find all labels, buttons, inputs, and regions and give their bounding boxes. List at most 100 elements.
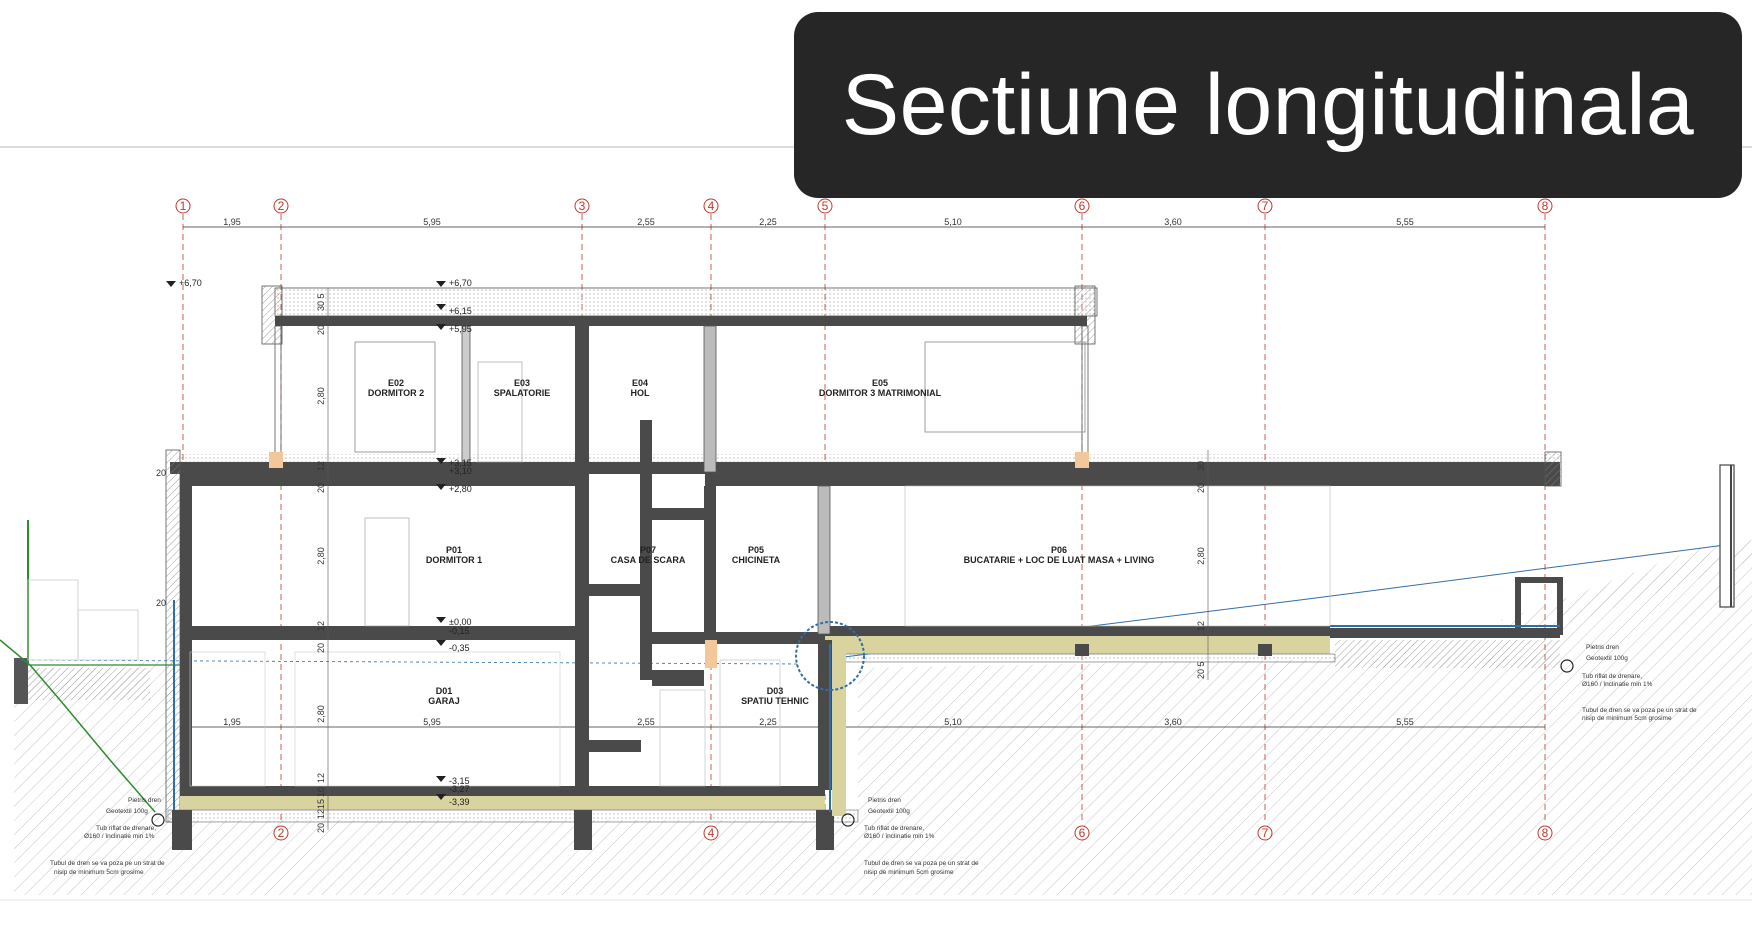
level-floor-s2: -3,27 bbox=[449, 784, 470, 794]
note-left-5: Tubul de dren se va poza pe un strat de bbox=[50, 860, 165, 867]
vertical-dimensions: 5 30 20 2,80 12 20 2,80 12 20 2,80 12 10… bbox=[156, 288, 1209, 833]
dim-top-5: 5,10 bbox=[944, 217, 962, 227]
room-e02-code: E02 bbox=[388, 378, 404, 388]
vdim-p-floor: 2,80 bbox=[316, 547, 326, 565]
level-ceiling-1: +5,95 bbox=[449, 324, 472, 334]
dim-top-4: 2,25 bbox=[759, 217, 777, 227]
axis-bubble-bottom-2 bbox=[273, 825, 289, 841]
axis-bubble-bottom-6 bbox=[1074, 825, 1090, 841]
vdim-right-20: 20 bbox=[1196, 483, 1206, 493]
title-banner: Sectiune longitudinala bbox=[794, 12, 1742, 198]
room-p07-name: CASA DE SCARA bbox=[611, 555, 686, 565]
axis-label-bottom-2: 2 bbox=[278, 826, 285, 840]
vdim-right-30: 30 bbox=[1196, 461, 1206, 471]
drain-note-middle: Pietris dren Geotextil 100g Tub riflat d… bbox=[841, 797, 979, 876]
vdim-p-slab-b: 12 bbox=[316, 621, 326, 631]
room-d03-name: SPATIU TEHNIC bbox=[741, 696, 809, 706]
note-left-6: nisip de minimum 5cm grosime bbox=[54, 869, 144, 876]
note-right-4: Ø160 / înclinatie min 1% bbox=[1582, 681, 1653, 688]
note-right-6: nisip de minimum 5cm grosime bbox=[1582, 715, 1672, 722]
room-p06-code: P06 bbox=[1051, 545, 1067, 555]
note-mid-5: Tubul de dren se va poza pe un strat de bbox=[864, 860, 979, 867]
vdim-bottom-20: 20 bbox=[316, 823, 326, 833]
room-d01-code: D01 bbox=[436, 686, 453, 696]
level-floor-p: ±0,00 bbox=[449, 617, 471, 627]
vdim-s-floor: 2,80 bbox=[316, 705, 326, 723]
room-e02-name: DORMITOR 2 bbox=[368, 388, 424, 398]
axis-label-5: 5 bbox=[822, 199, 829, 213]
axis-bubble-bottom-7 bbox=[1257, 825, 1273, 841]
note-right-5: Tubul de dren se va poza pe un strat de bbox=[1582, 707, 1697, 714]
vdim-right-5: 5 bbox=[1196, 661, 1206, 666]
room-labels: E02 DORMITOR 2 E03 SPALATORIE E04 HOL E0… bbox=[368, 378, 1155, 706]
axis-label-2: 2 bbox=[278, 199, 285, 213]
vdim-bottom-10: 10 bbox=[316, 787, 326, 797]
dim-top-7: 5,55 bbox=[1396, 217, 1414, 227]
axis-label-1: 1 bbox=[180, 199, 187, 213]
room-p05-name: CHICINETA bbox=[732, 555, 781, 565]
axis-bubble-bottom-4 bbox=[703, 825, 719, 841]
level-floor-s: -3,15 bbox=[449, 776, 470, 786]
room-e05-name: DORMITOR 3 MATRIMONIAL bbox=[819, 388, 942, 398]
room-p07-code: P07 bbox=[640, 545, 656, 555]
room-e04-name: HOL bbox=[631, 388, 651, 398]
note-mid-1: Pietris dren bbox=[868, 797, 901, 804]
vdim-s-slab-b: 12 bbox=[316, 773, 326, 783]
note-left-4: Ø160 / înclinatie min 1% bbox=[84, 833, 155, 840]
axis-label-3: 3 bbox=[579, 199, 586, 213]
vdim-e-slab-b: 12 bbox=[316, 461, 326, 471]
room-d03-code: D03 bbox=[767, 686, 784, 696]
dim-top-3: 2,55 bbox=[637, 217, 655, 227]
dim-mid-4: 2,25 bbox=[759, 717, 777, 727]
note-left-3: Tub riflat de drenare, bbox=[96, 825, 156, 832]
vdim-roof-a: 30 bbox=[316, 301, 326, 311]
note-mid-6: nisip de minimum 5cm grosime bbox=[864, 869, 954, 876]
terrain bbox=[0, 464, 1752, 895]
room-p06-name: BUCATARIE + LOC DE LUAT MASA + LIVING bbox=[964, 555, 1155, 565]
note-right-1: Pietris dren bbox=[1586, 644, 1619, 651]
note-mid-3: Tub riflat de drenare, bbox=[864, 825, 924, 832]
room-p01-code: P01 bbox=[446, 545, 462, 555]
dim-top-6: 3,60 bbox=[1164, 217, 1182, 227]
axis-bubble-5 bbox=[817, 198, 833, 214]
level-top-left: +6,70 bbox=[179, 278, 202, 288]
dim-mid-2: 5,95 bbox=[423, 717, 441, 727]
axis-bubble-2 bbox=[273, 198, 289, 214]
vdim-right-280: 2,80 bbox=[1196, 547, 1206, 565]
note-left-1: Pietris dren bbox=[128, 797, 161, 804]
vdim-right-12: 12 bbox=[1196, 621, 1206, 631]
axis-label-bottom-6: 6 bbox=[1079, 826, 1086, 840]
green-line bbox=[0, 639, 156, 813]
note-left-2: Geotextil 100g bbox=[106, 808, 148, 815]
axis-label-7: 7 bbox=[1262, 199, 1269, 213]
note-right-3: Tub riflat de drenare, bbox=[1582, 673, 1642, 680]
building-section bbox=[165, 285, 1563, 850]
drain-note-right: Pietris dren Geotextil 100g Tub riflat d… bbox=[1560, 644, 1697, 722]
vdim-left-20a: 20 bbox=[156, 468, 166, 478]
vdim-s-slab: 20 bbox=[316, 643, 326, 653]
level-ceiling-s: -0,35 bbox=[449, 643, 470, 653]
note-mid-2: Geotextil 100g bbox=[868, 808, 910, 815]
level-markers: +6,70 +6,70 +6,15 +5,95 +3,15 +3,10 +2,8… bbox=[166, 278, 472, 807]
level-floor-p2: -0,15 bbox=[449, 626, 470, 636]
axis-bubble-6 bbox=[1074, 198, 1090, 214]
room-p01-name: DORMITOR 1 bbox=[426, 555, 482, 565]
dim-mid-5: 5,10 bbox=[944, 717, 962, 727]
axis-label-bottom-7: 7 bbox=[1262, 826, 1269, 840]
drain-note-left: Pietris dren Geotextil 100g Tub riflat d… bbox=[50, 797, 165, 876]
dim-mid-1: 1,95 bbox=[223, 717, 241, 727]
axis-bubble-4 bbox=[703, 198, 719, 214]
axis-label-8: 8 bbox=[1542, 199, 1549, 213]
vdim-p-slab: 20 bbox=[316, 483, 326, 493]
dim-mid-3: 2,55 bbox=[637, 717, 655, 727]
dimension-mid: 1,95 5,95 2,55 2,25 5,10 3,60 5,55 bbox=[183, 717, 1545, 728]
room-e04-code: E04 bbox=[632, 378, 648, 388]
room-d01-name: GARAJ bbox=[428, 696, 460, 706]
axis-label-6: 6 bbox=[1079, 199, 1086, 213]
axis-bubble-bottom-8 bbox=[1537, 825, 1553, 841]
detail-callout bbox=[795, 621, 865, 691]
vdim-e-slab: 20 bbox=[316, 325, 326, 335]
dimension-top: 1,95 5,95 2,55 2,25 5,10 3,60 5,55 bbox=[183, 217, 1545, 228]
level-roof: +6,70 bbox=[449, 278, 472, 288]
